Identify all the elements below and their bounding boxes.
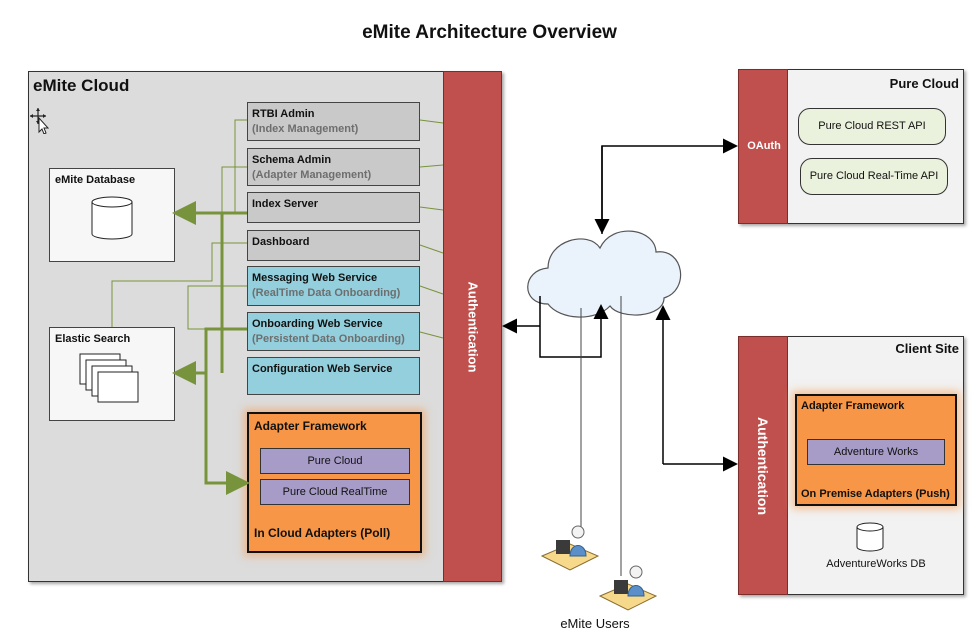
client-authentication-label: Authentication — [755, 416, 771, 515]
adapter-pure-cloud[interactable]: Pure Cloud — [260, 448, 410, 474]
service-name: Onboarding Web Service — [252, 318, 383, 330]
database-icon — [91, 196, 133, 240]
service-name: Schema Admin — [252, 154, 332, 166]
service-name: RTBI Admin — [252, 108, 315, 120]
oauth-bar: OAuth — [738, 69, 788, 224]
client-authentication-bar: Authentication — [738, 336, 788, 595]
service-schema-admin[interactable]: Schema Admin (Adapter Management) — [247, 148, 420, 186]
service-index-server[interactable]: Index Server — [247, 192, 420, 223]
service-dashboard[interactable]: Dashboard — [247, 230, 420, 261]
cloud-adapter-footer: In Cloud Adapters (Poll) — [254, 526, 391, 540]
adapter-adventure-works[interactable]: Adventure Works — [807, 439, 945, 465]
user-workstation-icon — [540, 525, 600, 571]
diagram-title: eMite Architecture Overview — [362, 22, 617, 43]
pure-cloud-realtime-api[interactable]: Pure Cloud Real-Time API — [800, 158, 948, 195]
client-adapter-title: Adapter Framework — [801, 400, 905, 412]
service-name: Index Server — [252, 198, 319, 210]
black-connectors — [502, 138, 738, 472]
elastic-search-title: Elastic Search — [55, 333, 131, 345]
emite-cloud-title: eMite Cloud — [33, 76, 130, 95]
service-sub: (Index Management) — [252, 123, 359, 135]
service-configuration[interactable]: Configuration Web Service — [247, 357, 420, 395]
emite-authentication-bar: Authentication — [443, 71, 502, 582]
pure-cloud-rest-api[interactable]: Pure Cloud REST API — [798, 108, 946, 145]
service-sub: (Adapter Management) — [252, 169, 372, 181]
service-name: Configuration Web Service — [252, 363, 393, 375]
user-workstation-icon — [598, 565, 658, 611]
documents-icon — [79, 353, 139, 403]
service-sub: (Persistent Data Onboarding) — [252, 333, 405, 345]
move-cursor-icon — [30, 108, 50, 134]
service-onboarding[interactable]: Onboarding Web Service (Persistent Data … — [247, 312, 420, 351]
emite-authentication-label: Authentication — [465, 281, 480, 372]
pure-cloud-title: Pure Cloud — [889, 76, 959, 91]
client-site-title: Client Site — [895, 341, 959, 356]
adventureworks-db-icon — [856, 522, 884, 552]
service-name: Dashboard — [252, 236, 310, 248]
cloud-adapter-title: Adapter Framework — [254, 419, 367, 433]
service-sub: (RealTime Data Onboarding) — [252, 287, 401, 299]
adventureworks-db-label: AdventureWorks DB — [826, 558, 926, 570]
emite-users-label: eMite Users — [560, 616, 630, 631]
service-rtbi-admin[interactable]: RTBI Admin (Index Management) — [247, 102, 420, 141]
service-messaging[interactable]: Messaging Web Service (RealTime Data Onb… — [247, 266, 420, 306]
client-adapter-footer: On Premise Adapters (Push) — [801, 488, 950, 500]
oauth-label: OAuth — [747, 140, 781, 152]
emite-database-title: eMite Database — [55, 174, 136, 186]
service-name: Messaging Web Service — [252, 272, 378, 284]
internet-cloud-icon — [527, 230, 682, 318]
adapter-pure-cloud-realtime[interactable]: Pure Cloud RealTime — [260, 479, 410, 505]
